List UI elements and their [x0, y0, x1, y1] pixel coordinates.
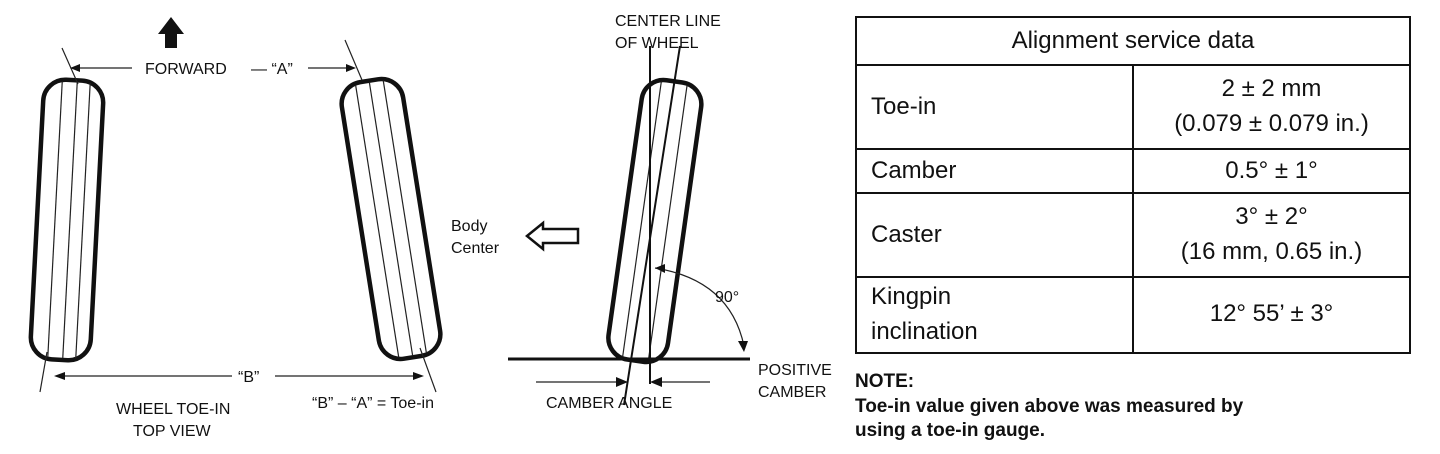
- right-wheel: [339, 76, 443, 362]
- positive-camber-label-1: POSITIVE: [758, 362, 832, 379]
- note-block: NOTE: Toe-in value given above was measu…: [855, 370, 1415, 444]
- value-cell: 0.5° ± 1°: [1132, 148, 1411, 194]
- param-cell: Toe-in: [855, 64, 1134, 150]
- camber-angle-label: CAMBER ANGLE: [546, 395, 672, 412]
- camber-wheel: [606, 77, 704, 365]
- value-cell: 2 ± 2 mm (0.079 ± 0.079 in.): [1132, 64, 1411, 150]
- center-line-label-2: OF WHEEL: [615, 35, 699, 52]
- toe-caption-line2: TOP VIEW: [133, 423, 212, 440]
- param-cell: Caster: [855, 192, 1134, 278]
- note-line-1: Toe-in value given above was measured by: [855, 395, 1244, 417]
- value-cell: 12° 55’ ± 3°: [1132, 276, 1411, 354]
- forward-arrow-icon: [158, 17, 184, 48]
- camber-front-view: CENTER LINE OF WHEEL Body Center 90° POS…: [451, 13, 832, 412]
- left-wheel: [28, 77, 106, 363]
- param-cell: Kingpin inclination: [855, 276, 1134, 354]
- param-cell: Camber: [855, 148, 1134, 194]
- table-row: Caster 3° ± 2° (16 mm, 0.65 in.): [855, 192, 1411, 278]
- note-heading: NOTE:: [855, 371, 915, 392]
- dimension-b-label: “B”: [238, 369, 259, 386]
- value-cell: 3° ± 2° (16 mm, 0.65 in.): [1132, 192, 1411, 278]
- note-line-2: using a toe-in gauge.: [855, 420, 1046, 442]
- table-row: Toe-in 2 ± 2 mm (0.079 ± 0.079 in.): [855, 64, 1411, 150]
- body-center-label-1: Body: [451, 218, 487, 235]
- toe-in-formula: “B” – “A” = Toe-in: [312, 395, 434, 412]
- wheel-alignment-diagram: FORWARD — “A” “B” “B” – “A” = Toe-in WHE…: [28, 13, 832, 440]
- body-center-label-2: Center: [451, 240, 500, 257]
- alignment-service-data-table: Alignment service data Toe-in 2 ± 2 mm (…: [855, 16, 1411, 354]
- toe-in-top-view: FORWARD — “A” “B” “B” – “A” = Toe-in WHE…: [28, 17, 443, 440]
- dimension-a-label: — “A”: [251, 61, 293, 78]
- center-line-label-1: CENTER LINE: [615, 13, 721, 30]
- table-title: Alignment service data: [855, 16, 1411, 66]
- body-center-arrow-icon: [525, 220, 580, 252]
- table-row: Camber 0.5° ± 1°: [855, 148, 1411, 194]
- ninety-degree-label: 90°: [715, 289, 739, 306]
- toe-caption-line1: WHEEL TOE-IN: [116, 401, 230, 418]
- forward-label: FORWARD: [145, 61, 227, 78]
- table-row: Kingpin inclination 12° 55’ ± 3°: [855, 276, 1411, 354]
- positive-camber-label-2: CAMBER: [758, 384, 826, 401]
- table-header-row: Alignment service data: [855, 16, 1411, 66]
